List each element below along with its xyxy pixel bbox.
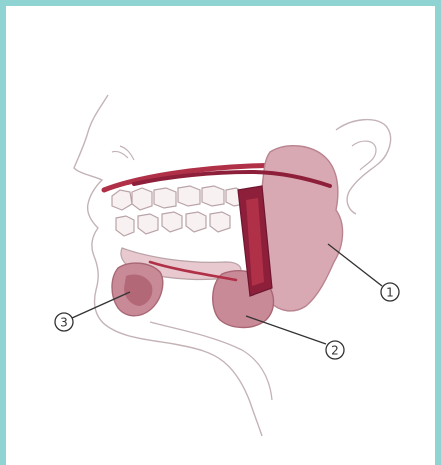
ear-inner (352, 141, 376, 170)
callout-2-label: 2 (331, 344, 339, 358)
leader-line-2 (246, 316, 326, 344)
upper-teeth (112, 186, 244, 210)
leader-line-1 (328, 244, 382, 286)
neck-outline (150, 322, 272, 400)
callout-3: 3 (55, 313, 73, 331)
callout-3-label: 3 (60, 316, 68, 330)
callout-1: 1 (381, 283, 399, 301)
callout-1-label: 1 (386, 286, 394, 300)
lower-teeth (116, 212, 230, 236)
nose-detail (112, 146, 134, 160)
callout-2: 2 (326, 341, 344, 359)
